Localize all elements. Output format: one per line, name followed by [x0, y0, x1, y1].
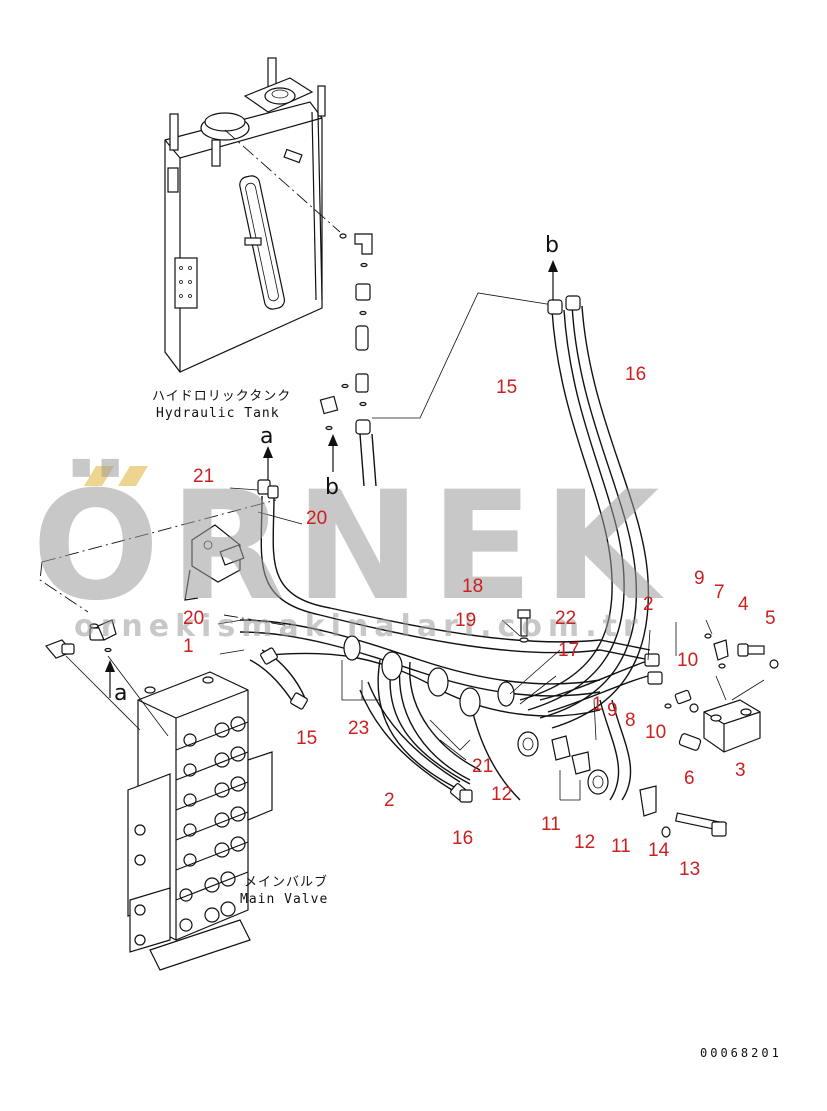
callouts: 1 1 2 2 3 4 5 6 7 8 9 9 10 10 11 11 12 1… [183, 364, 776, 880]
callout-label: 14 [648, 840, 670, 861]
ref-letter-b: b [325, 475, 339, 500]
hydraulic-tank-caption-en: Hydraulic Tank [156, 406, 280, 421]
callout-label: 16 [452, 828, 473, 849]
callout-label: 4 [738, 594, 749, 615]
ref-letter-b: b [545, 233, 559, 258]
callout-label: 15 [496, 377, 517, 398]
callout-label: 5 [765, 608, 776, 629]
callout-label: 19 [455, 610, 476, 631]
document-number: 00068201 [700, 1046, 782, 1060]
callout-label: 22 [555, 608, 576, 629]
callout-label: 6 [684, 768, 695, 789]
callout-label: 8 [625, 710, 636, 731]
main-valve-caption-en: Main Valve [240, 892, 328, 907]
callout-label: 2 [643, 594, 654, 615]
ref-letter-a: a [114, 681, 127, 706]
callout-label: 11 [541, 814, 561, 835]
callout-label: 15 [296, 728, 317, 749]
watermark-brand: ÖRNEK [32, 458, 669, 634]
valve-fittings [44, 619, 169, 737]
callout-label: 1 [592, 694, 603, 715]
callout-label: 13 [679, 859, 700, 880]
callout-label: 11 [611, 836, 631, 857]
callout-label: 21 [472, 756, 493, 777]
callout-label: 17 [558, 640, 579, 661]
callout-label: 12 [491, 784, 512, 805]
ref-arrows [105, 260, 558, 698]
hose-assembly [184, 295, 663, 817]
callout-label: 1 [183, 636, 194, 657]
main-valve-caption-jp: メインバルブ [244, 874, 328, 890]
watermark-url: ornekismakinalari.com.tr [74, 609, 644, 644]
callout-label: 20 [306, 508, 327, 529]
callout-label: 3 [735, 760, 746, 781]
hydraulic-tank [164, 57, 326, 373]
callout-label: 10 [645, 722, 666, 743]
callout-label: 21 [193, 466, 214, 487]
callout-label: 2 [384, 790, 395, 811]
callout-label: 9 [607, 700, 618, 721]
callout-label: 9 [694, 568, 705, 589]
tank-fittings [224, 129, 377, 487]
main-valve [127, 671, 273, 971]
hydraulic-tank-caption-jp: ハイドロリックタンク [152, 389, 291, 404]
callout-label: 10 [677, 650, 698, 671]
watermark: ÖRNEK ornekismakinalari.com.tr [32, 458, 669, 644]
callout-label: 7 [714, 582, 725, 603]
callout-label: 12 [574, 832, 595, 853]
ref-letter-a: a [260, 424, 273, 449]
callout-label: 23 [348, 718, 369, 739]
callout-label: 16 [625, 364, 646, 385]
manifold-block [661, 619, 779, 838]
callout-label: 20 [183, 608, 204, 629]
callout-label: 18 [462, 576, 483, 597]
